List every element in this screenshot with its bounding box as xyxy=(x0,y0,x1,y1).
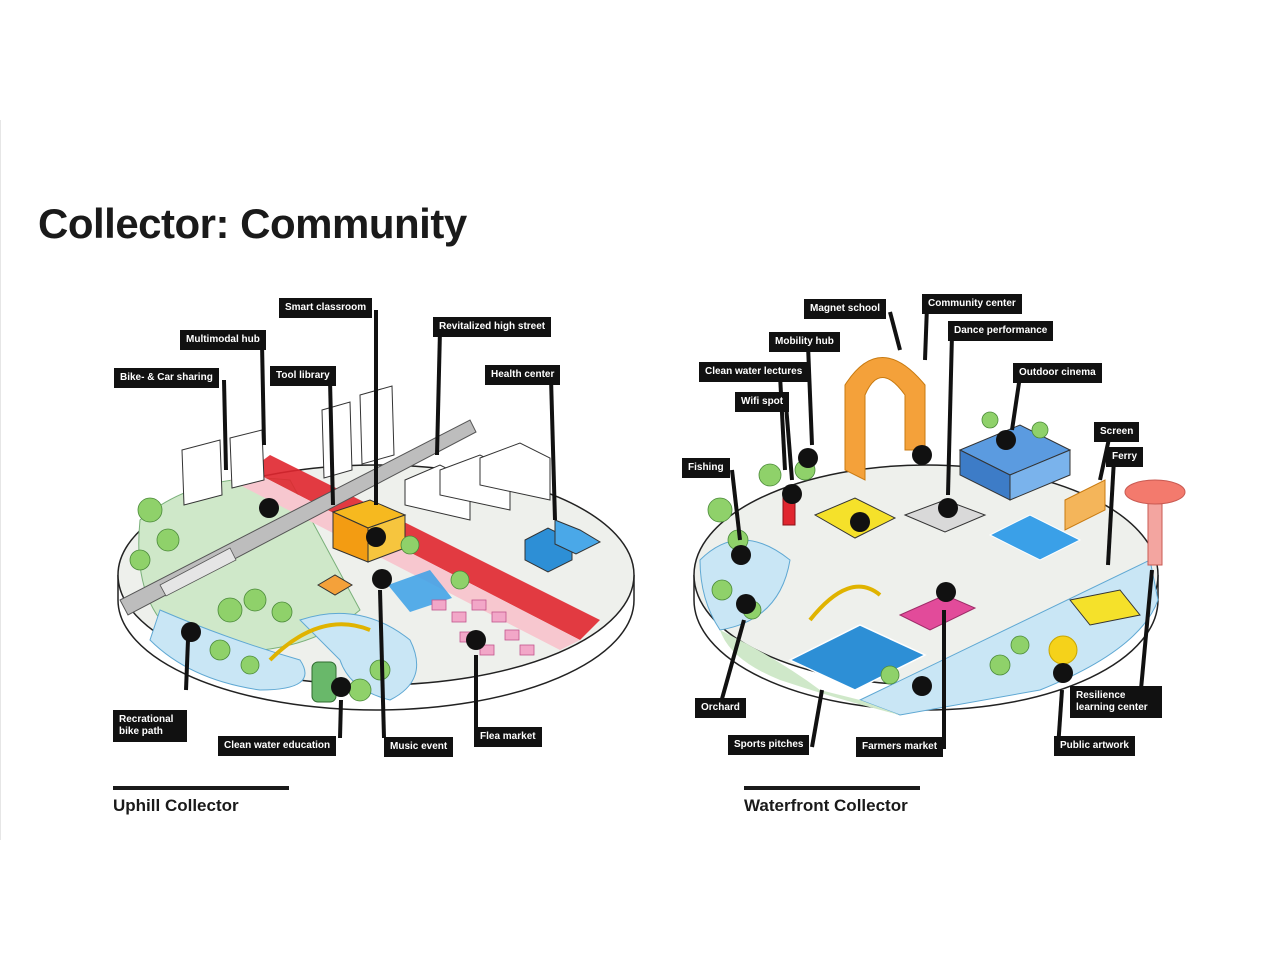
uphill-caption-rule xyxy=(113,786,289,790)
callout-clean-water-education: Clean water education xyxy=(218,736,337,756)
car-icon xyxy=(850,512,870,532)
uphill-smart-classroom-block xyxy=(331,499,407,563)
dance-icon xyxy=(938,498,958,518)
callout-recreational-bike-path: Recrational bike path xyxy=(113,710,187,742)
fish-icon xyxy=(731,545,751,565)
uphill-caption: Uphill Collector xyxy=(113,796,239,815)
callout-music-event: Music event xyxy=(384,737,454,757)
callout-wifi-spot: Wifi spot xyxy=(735,392,790,412)
wifi-icon xyxy=(782,484,802,504)
page-title: Collector: Community xyxy=(38,200,467,247)
waterfront-ferry xyxy=(1069,589,1141,626)
callout-health-center: Health center xyxy=(485,365,561,385)
callout-community-center: Community center xyxy=(922,294,1022,314)
people-icon xyxy=(366,527,386,547)
bird-icon xyxy=(912,676,932,696)
callout-sports-pitches: Sports pitches xyxy=(728,735,810,755)
callout-farmers-market: Farmers market xyxy=(856,737,944,757)
callout-smart-classroom: Smart classroom xyxy=(279,298,373,318)
callout-bike-car-sharing: Bike- & Car sharing xyxy=(114,368,219,388)
uphill-icon-markers xyxy=(181,498,486,697)
callout-resilience-learning-center: Resilience learning center xyxy=(1070,686,1162,718)
callout-fishing: Fishing xyxy=(682,458,730,478)
callout-clean-water-lectures: Clean water lectures xyxy=(699,362,809,382)
callout-revitalized-high-street: Revitalized high street xyxy=(433,317,552,337)
uphill-callout-leaders xyxy=(184,310,557,739)
train-icon xyxy=(259,498,279,518)
bird-icon xyxy=(181,622,201,642)
waterfront-screen xyxy=(1064,479,1106,531)
callout-multimodal-hub: Multimodal hub xyxy=(180,330,266,350)
tree-icon xyxy=(736,594,756,614)
waterfront-caption: Waterfront Collector xyxy=(744,796,908,815)
waterfront-caption-rule xyxy=(744,786,920,790)
waterfront-magnet-school-arch xyxy=(844,357,926,481)
waterfront-icon-markers xyxy=(731,430,1073,696)
graduation-cap-icon xyxy=(331,677,351,697)
palette-icon xyxy=(1053,663,1073,683)
market-stall-icon xyxy=(466,630,486,650)
callout-outdoor-cinema: Outdoor cinema xyxy=(1013,363,1102,383)
callout-tool-library: Tool library xyxy=(270,366,336,386)
waterfront-farmers-market xyxy=(898,594,977,631)
people-icon xyxy=(912,445,932,465)
callout-magnet-school: Magnet school xyxy=(804,299,887,319)
callout-public-artwork: Public artwork xyxy=(1054,736,1135,756)
wifi-icon xyxy=(372,569,392,589)
waterfront-illustration xyxy=(693,305,1186,749)
waterfront-sports-pitches xyxy=(788,624,927,691)
callout-mobility-hub: Mobility hub xyxy=(769,332,840,352)
graduation-cap-icon xyxy=(798,448,818,468)
left-frame-edge xyxy=(0,120,1,840)
callout-ferry: Ferry xyxy=(1106,447,1144,467)
person-icon xyxy=(936,582,956,602)
callout-flea-market: Flea market xyxy=(474,727,542,747)
callout-dance-performance: Dance performance xyxy=(948,321,1054,341)
waterfront-callout-leaders xyxy=(718,305,1154,749)
waterfront-resilience-tower xyxy=(1124,479,1186,505)
callout-orchard: Orchard xyxy=(695,698,746,718)
wifi-signal-icon xyxy=(996,430,1016,450)
callout-screen: Screen xyxy=(1094,422,1140,442)
uphill-illustration xyxy=(117,310,635,739)
waterfront-public-artwork xyxy=(1048,635,1078,665)
uphill-health-center-block xyxy=(524,519,602,573)
